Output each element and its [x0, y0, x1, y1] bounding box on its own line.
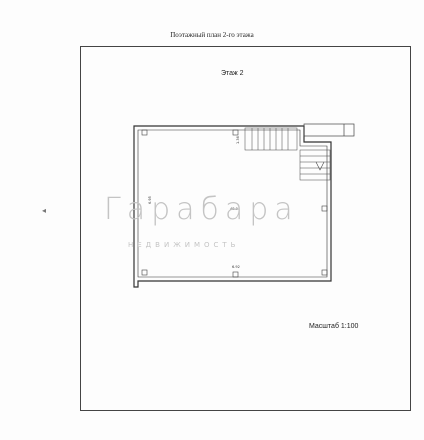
document-title: Поэтажный план 2-го этажа [170, 31, 254, 39]
dim-stair: 1.36 [236, 136, 240, 144]
watermark-subtitle: НЕДВИЖИМОСТЬ [128, 241, 240, 249]
watermark-brand: Гарабара [104, 192, 299, 227]
floor-label: Этаж 2 [221, 70, 244, 77]
columns [141, 129, 328, 278]
staircase [244, 127, 331, 181]
dim-width: 6.92 [232, 265, 240, 269]
dim-height: 6.95 [148, 196, 152, 204]
room-area: 48.0 [230, 207, 238, 211]
balcony [303, 123, 355, 137]
scan-edge-mark: ◂ [42, 206, 47, 215]
scale-label: Масштаб 1:100 [309, 323, 359, 330]
drawing-frame [80, 46, 411, 411]
